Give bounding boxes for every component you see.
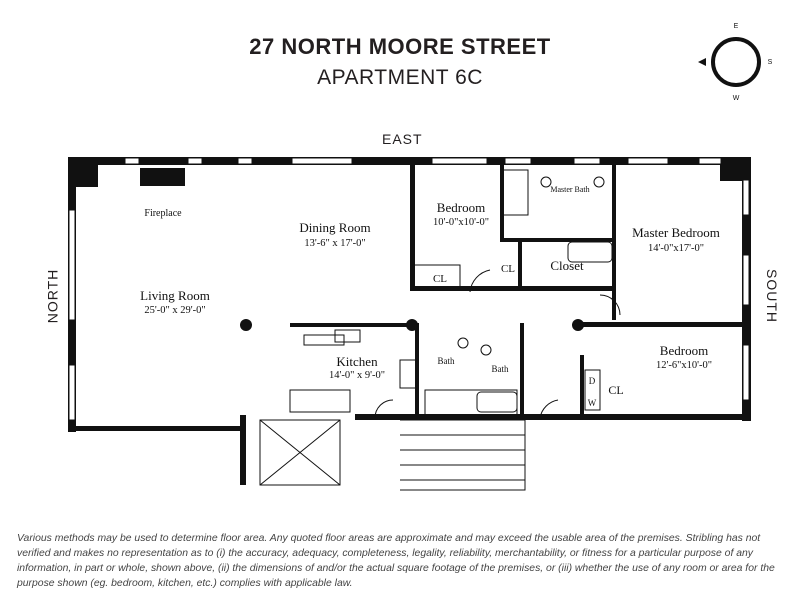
- master-bath-label: Master Bath: [550, 185, 589, 194]
- kitchen-dims: 14'-0" x 9'-0": [329, 370, 385, 381]
- bath-2-label: Bath: [492, 364, 509, 374]
- dining-room-dims: 13'-6" x 17'-0": [304, 238, 365, 249]
- compass-icon: E S W: [698, 23, 773, 102]
- master-bedroom-label: Master Bedroom: [632, 225, 720, 240]
- living-room-label: Living Room: [140, 288, 210, 303]
- disclaimer: Various methods may be used to determine…: [17, 533, 775, 589]
- fireplace-label: Fireplace: [144, 208, 182, 219]
- dryer-label: D: [589, 376, 596, 386]
- page-title: 27 NORTH MOORE STREET: [249, 34, 551, 59]
- page-subtitle: APARTMENT 6C: [317, 66, 483, 89]
- living-room-dims: 25'-0" x 29'-0": [144, 305, 205, 316]
- bedroom-1-dims: 10'-0"x10'-0": [433, 217, 489, 228]
- bedroom-2-label: Bedroom: [660, 343, 708, 358]
- compass-east-label: E: [734, 23, 739, 30]
- dining-room-label: Dining Room: [299, 220, 370, 235]
- closet-label: Closet: [550, 258, 584, 273]
- windows: [68, 157, 750, 421]
- bath-1-label: Bath: [438, 356, 455, 366]
- floor-plan: Fireplace Dining Room 13'-6" x 17'-0" Li…: [68, 157, 751, 491]
- master-bedroom-dims: 14'-0"x17'-0": [648, 243, 704, 254]
- kitchen-label: Kitchen: [336, 354, 378, 369]
- closet-cl-3-label: CL: [608, 383, 623, 397]
- bedroom-2-dims: 12'-6"x10'-0": [656, 360, 712, 371]
- walls: [68, 157, 751, 485]
- closet-cl-2-label: CL: [501, 263, 515, 275]
- east-label: EAST: [382, 131, 423, 147]
- compass-west-label: W: [733, 95, 740, 102]
- fixtures: [259, 169, 621, 491]
- bedroom-1-label: Bedroom: [437, 200, 485, 215]
- compass-south-label: S: [768, 59, 773, 66]
- washer-label: W: [588, 398, 597, 408]
- closet-cl-1-label: CL: [433, 273, 447, 285]
